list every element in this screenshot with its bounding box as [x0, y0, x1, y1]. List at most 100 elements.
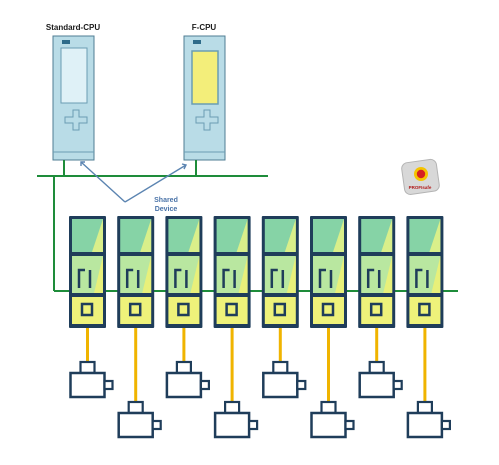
motor-shaft [296, 379, 307, 391]
profisafe-stop-button-icon [416, 169, 426, 179]
io-module-connector-icon [415, 268, 429, 288]
io-module-mid-highlight [286, 256, 296, 293]
io-module-port-icon [418, 302, 431, 317]
io-module-bottom-panel [264, 297, 296, 324]
io-module-port-icon [177, 302, 190, 317]
io-module-mid-highlight [383, 256, 393, 293]
io-module-bottom-panel [216, 297, 248, 324]
io-module-bottom-panel [313, 297, 344, 324]
motor-shaft [199, 379, 210, 391]
shared-device-label-line1: Shared [154, 197, 178, 204]
profisafe-text: PROFIsafe [409, 185, 432, 190]
motor-icon [69, 371, 106, 399]
io-module-bottom-panel [409, 297, 441, 324]
io-module-top-highlight [188, 219, 200, 252]
shared-device-label-line2: Device [155, 206, 178, 213]
motor-icon [165, 371, 203, 399]
io-module[interactable] [406, 216, 444, 328]
motor-unit[interactable] [213, 328, 259, 439]
motor-unit[interactable] [262, 328, 307, 399]
io-module-top-highlight [381, 219, 393, 252]
io-module-port-icon [128, 302, 142, 317]
motor-icon [213, 411, 251, 439]
io-module[interactable] [213, 216, 251, 328]
motor-unit[interactable] [117, 328, 162, 439]
standard-cpu[interactable]: Standard-CPU [46, 23, 100, 161]
io-module-bottom-panel [361, 297, 393, 324]
io-module[interactable] [117, 216, 155, 328]
io-module-connector-icon [174, 268, 188, 288]
motor-shaft [440, 419, 451, 431]
motor-unit[interactable] [406, 328, 451, 439]
motor-terminal-box [224, 400, 241, 415]
io-module-mid-highlight [238, 256, 248, 293]
io-module-connector-icon [318, 268, 333, 288]
f-cpu-led [193, 40, 201, 44]
io-module-connector-icon [270, 268, 285, 288]
io-module-connector-icon [77, 268, 92, 288]
io-module-row [69, 216, 444, 328]
standard-cpu-display [60, 47, 88, 104]
io-module-mid-highlight [94, 256, 103, 293]
motor-icon [406, 411, 444, 439]
io-module-top-highlight [284, 219, 296, 252]
io-module-mid-highlight [335, 256, 344, 293]
motor-unit[interactable] [69, 328, 114, 399]
motor-shaft [344, 419, 355, 431]
io-module-top-highlight [140, 219, 152, 252]
motor-terminal-box [175, 360, 192, 375]
f-cpu-keypad-icon [195, 109, 219, 131]
motor-icon [262, 371, 299, 399]
io-module[interactable] [358, 216, 396, 328]
io-module[interactable] [261, 216, 299, 328]
motor-terminal-box [320, 400, 337, 415]
io-module-mid-highlight [190, 256, 200, 293]
motor-icon [310, 411, 347, 439]
motor-unit[interactable] [310, 328, 355, 439]
io-module-connector-icon [222, 268, 236, 288]
f-cpu-display [191, 50, 219, 105]
profisafe-logo: PROFIsafe [401, 158, 440, 195]
motor-shaft [248, 419, 259, 431]
io-module[interactable] [165, 216, 203, 328]
io-module-port-icon [225, 302, 238, 317]
io-module-bottom-panel [168, 297, 200, 324]
motor-terminal-box [272, 360, 289, 375]
arrow-to-f-cpu [124, 164, 187, 203]
io-module-top-highlight [236, 219, 248, 252]
shared-device-arrows [80, 161, 188, 203]
standard-cpu-led [62, 40, 70, 44]
motor-terminal-box [416, 400, 433, 415]
io-module-mid-highlight [142, 256, 152, 293]
io-module-connector-icon [366, 268, 381, 288]
io-module-port-icon [369, 302, 383, 317]
io-module[interactable] [69, 216, 106, 328]
arrow-to-standard-cpu [80, 161, 126, 203]
io-module-top-highlight [429, 219, 441, 252]
io-module-bottom-panel [72, 297, 103, 324]
arrow-head-standard [80, 161, 85, 166]
motor-shaft [151, 419, 162, 431]
standard-cpu-label: Standard-CPU [46, 23, 100, 32]
motor-unit[interactable] [165, 328, 210, 399]
f-cpu-label: F-CPU [192, 23, 217, 32]
io-module-port-icon [273, 302, 287, 317]
io-module-top-highlight [92, 219, 103, 252]
motor-shaft [392, 379, 403, 391]
motor-terminal-box [127, 400, 144, 415]
io-module-bottom-panel [120, 297, 152, 324]
motor-unit[interactable] [358, 328, 403, 399]
motor-terminal-box [368, 360, 385, 375]
motor-icon [117, 411, 154, 439]
motor-icon [358, 371, 395, 399]
motor-shaft [103, 379, 114, 391]
io-module-mid-highlight [431, 256, 441, 293]
io-module[interactable] [310, 216, 347, 328]
io-module-port-icon [80, 302, 94, 317]
arrow-head-f [181, 163, 188, 170]
f-cpu[interactable]: F-CPU [183, 23, 226, 161]
io-module-top-highlight [333, 219, 344, 252]
standard-cpu-keypad-icon [64, 109, 88, 131]
motor-terminal-box [79, 360, 96, 375]
